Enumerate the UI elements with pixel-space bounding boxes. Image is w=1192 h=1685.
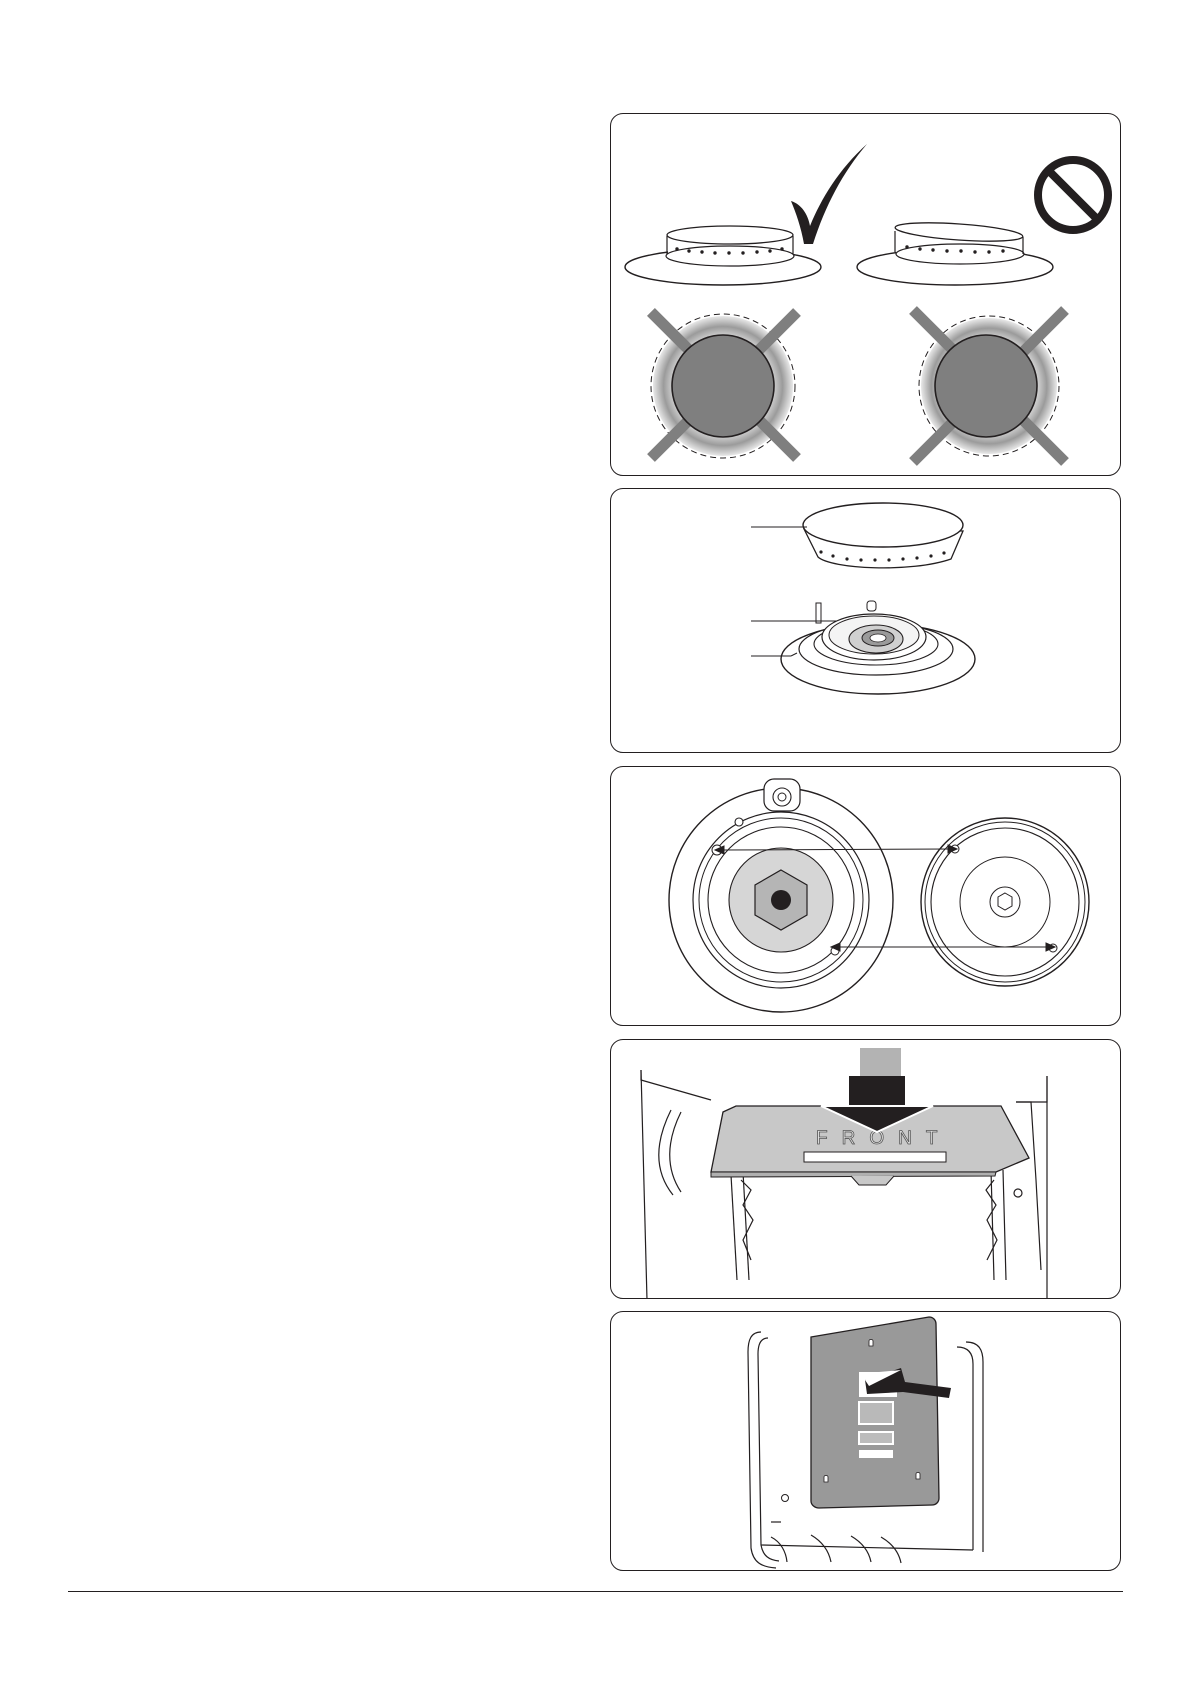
prohibition-icon: [1038, 160, 1108, 230]
footer-divider: [68, 1591, 1123, 1592]
figure-burner-parts-exploded: [610, 488, 1121, 753]
burner-base: [781, 601, 975, 694]
figure-burner-cap-locating-pins: [610, 766, 1121, 1026]
side-panel: [782, 1317, 940, 1508]
figure-burner-cap-alignment: [610, 113, 1121, 476]
burner-correct: [625, 226, 821, 285]
burner-base-topview: [669, 779, 893, 1012]
burner-incorrect: [857, 220, 1053, 285]
front-embossed-label: FRONT: [816, 1128, 951, 1149]
check-mark-icon: [791, 144, 867, 244]
figure-oven-side-panel-removal: [610, 1311, 1121, 1571]
burner-cap-underside: [921, 818, 1089, 986]
oven-cavity: [641, 1070, 1047, 1299]
flame-even: [651, 312, 797, 458]
figure-oven-base-liner: FRONT: [610, 1039, 1121, 1299]
burner-cap: [803, 503, 963, 568]
flame-uneven: [913, 310, 1065, 462]
